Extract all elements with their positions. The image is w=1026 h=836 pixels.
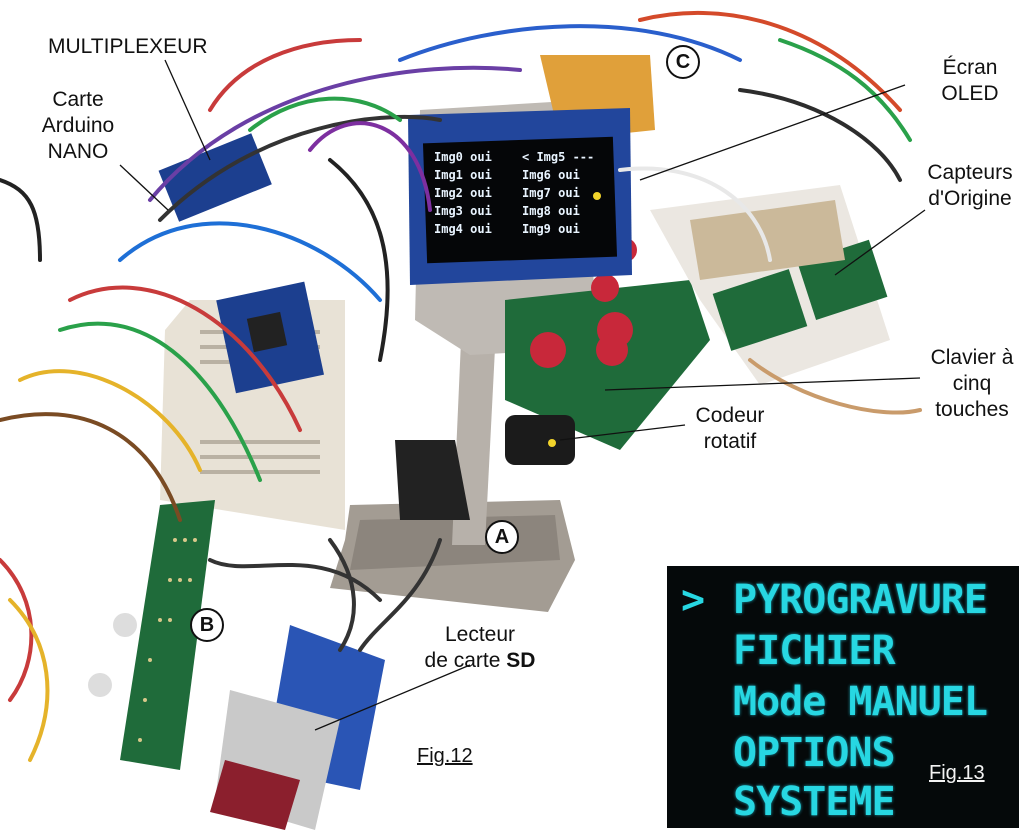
fig13-label: Fig.13 <box>929 762 985 784</box>
clamp <box>395 440 470 520</box>
label-multiplexeur: MULTIPLEXEUR <box>48 35 208 58</box>
sensor-bracket <box>690 200 845 280</box>
menu-item: Mode MANUEL <box>733 679 988 725</box>
sensor-board <box>712 269 808 351</box>
chip <box>246 311 288 353</box>
perfboard-b <box>120 500 215 770</box>
label-codeur: Codeur rotatif <box>695 404 765 453</box>
wires <box>0 10 922 762</box>
oled-row: Img0 oui< Img5 --- <box>434 150 595 164</box>
perfboard-b-holes <box>138 538 197 742</box>
menu-item: SYSTEME <box>733 779 896 825</box>
multiplexer-board <box>158 133 272 222</box>
menu-item: FICHIER <box>733 628 896 674</box>
leader-lines <box>119 59 926 731</box>
label-ecran-oled: Écran OLED <box>941 56 999 105</box>
fig12-label: Fig.12 <box>417 745 473 767</box>
oled-glass <box>422 136 618 264</box>
rotary-encoder <box>505 415 575 465</box>
marker-b: B <box>190 608 224 642</box>
menu-item: PYROGRAVURE <box>733 577 988 623</box>
menu-item: OPTIONS <box>733 730 896 776</box>
menu-cursor: > <box>681 577 706 623</box>
label-clavier: Clavier à cinq touches <box>930 346 1014 421</box>
sd-card <box>210 760 300 830</box>
pushbutton <box>88 673 112 697</box>
pushbutton <box>113 613 137 637</box>
label-capteurs: Capteurs d'Origine <box>927 161 1013 210</box>
marker-c: C <box>666 45 700 79</box>
oled-menu-display: > PYROGRAVURE FICHIER Mode MANUEL OPTION… <box>667 566 1019 828</box>
label-lecteur-sd: Lecteur de carte SD <box>424 623 536 672</box>
marker-a: A <box>485 520 519 554</box>
label-arduino: Carte Arduino NANO <box>41 88 115 163</box>
